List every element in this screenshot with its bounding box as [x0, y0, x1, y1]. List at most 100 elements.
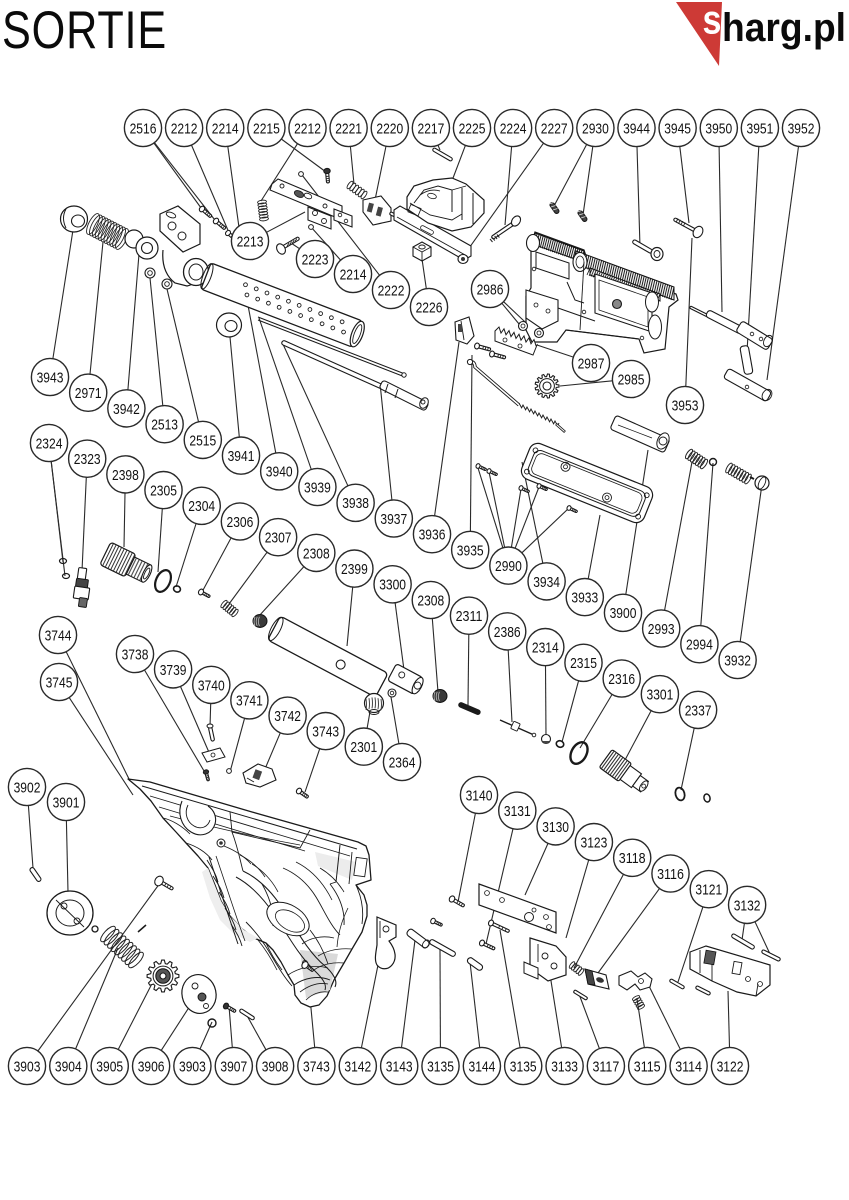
- svg-text:3741: 3741: [236, 693, 263, 710]
- svg-text:3123: 3123: [581, 835, 608, 852]
- svg-text:3934: 3934: [533, 574, 560, 591]
- svg-text:2315: 2315: [570, 655, 597, 672]
- svg-text:2398: 2398: [112, 467, 139, 484]
- svg-text:3935: 3935: [457, 542, 484, 559]
- svg-text:2214: 2214: [340, 266, 367, 283]
- svg-text:3951: 3951: [747, 120, 774, 137]
- svg-text:3135: 3135: [427, 1058, 454, 1075]
- svg-text:3116: 3116: [657, 866, 684, 883]
- svg-text:3135: 3135: [510, 1058, 537, 1075]
- svg-text:3740: 3740: [198, 677, 225, 694]
- svg-text:2308: 2308: [303, 545, 330, 562]
- svg-text:2364: 2364: [389, 754, 416, 771]
- svg-text:2306: 2306: [227, 514, 254, 531]
- svg-text:2993: 2993: [648, 621, 675, 638]
- svg-text:3117: 3117: [593, 1058, 620, 1075]
- svg-text:2214: 2214: [212, 120, 239, 137]
- svg-text:2305: 2305: [150, 483, 177, 500]
- svg-text:3907: 3907: [220, 1058, 247, 1075]
- svg-text:2971: 2971: [75, 385, 102, 402]
- svg-text:2212: 2212: [294, 120, 321, 137]
- svg-text:2987: 2987: [578, 355, 605, 372]
- svg-text:2217: 2217: [418, 120, 445, 137]
- svg-text:2221: 2221: [335, 120, 362, 137]
- svg-text:3131: 3131: [504, 803, 531, 820]
- svg-text:SORTIE: SORTIE: [2, 1, 167, 60]
- svg-text:3932: 3932: [724, 652, 751, 669]
- svg-text:2222: 2222: [378, 282, 405, 299]
- svg-text:2301: 2301: [350, 739, 377, 756]
- svg-text:3118: 3118: [619, 850, 646, 867]
- svg-text:3941: 3941: [228, 448, 255, 465]
- svg-text:3942: 3942: [113, 401, 140, 418]
- svg-text:3906: 3906: [138, 1058, 165, 1075]
- svg-text:3904: 3904: [55, 1058, 82, 1075]
- svg-text:3744: 3744: [45, 627, 72, 644]
- svg-text:3742: 3742: [274, 708, 301, 725]
- svg-text:2212: 2212: [171, 120, 198, 137]
- svg-text:2224: 2224: [500, 120, 527, 137]
- svg-text:3122: 3122: [717, 1058, 744, 1075]
- svg-text:2323: 2323: [74, 451, 101, 468]
- svg-text:3140: 3140: [466, 787, 493, 804]
- svg-text:3900: 3900: [610, 605, 637, 622]
- svg-text:3939: 3939: [304, 479, 331, 496]
- svg-text:2516: 2516: [130, 120, 157, 137]
- svg-text:2316: 2316: [608, 671, 635, 688]
- svg-text:3945: 3945: [664, 120, 691, 137]
- svg-text:3944: 3944: [623, 120, 650, 137]
- svg-text:3132: 3132: [734, 897, 761, 914]
- svg-text:3738: 3738: [122, 646, 149, 663]
- svg-text:s: s: [703, 0, 722, 43]
- svg-text:2515: 2515: [189, 432, 216, 449]
- svg-text:2227: 2227: [541, 120, 568, 137]
- svg-text:2311: 2311: [456, 608, 483, 625]
- svg-text:2324: 2324: [36, 435, 63, 452]
- svg-text:3121: 3121: [695, 882, 722, 899]
- svg-text:3115: 3115: [634, 1058, 661, 1075]
- svg-text:2314: 2314: [532, 640, 559, 657]
- svg-text:2930: 2930: [582, 120, 609, 137]
- svg-text:3114: 3114: [675, 1058, 702, 1075]
- svg-text:2220: 2220: [376, 120, 403, 137]
- svg-text:3953: 3953: [672, 397, 699, 414]
- svg-text:2985: 2985: [618, 371, 645, 388]
- svg-text:2308: 2308: [417, 592, 444, 609]
- svg-text:3905: 3905: [96, 1058, 123, 1075]
- svg-text:3938: 3938: [342, 495, 369, 512]
- svg-text:2399: 2399: [341, 561, 368, 578]
- svg-text:3300: 3300: [379, 577, 406, 594]
- svg-text:3743: 3743: [303, 1058, 330, 1075]
- svg-text:2225: 2225: [459, 120, 486, 137]
- svg-text:3952: 3952: [788, 120, 815, 137]
- svg-text:3937: 3937: [380, 511, 407, 528]
- svg-text:3144: 3144: [469, 1058, 496, 1075]
- svg-text:3745: 3745: [46, 674, 73, 691]
- svg-text:2986: 2986: [477, 281, 504, 298]
- svg-text:2994: 2994: [686, 637, 713, 654]
- svg-text:3142: 3142: [344, 1058, 371, 1075]
- svg-text:2215: 2215: [253, 120, 280, 137]
- svg-text:3950: 3950: [705, 120, 732, 137]
- svg-text:harg.pl: harg.pl: [722, 6, 846, 50]
- svg-text:3903: 3903: [179, 1058, 206, 1075]
- svg-text:3940: 3940: [266, 464, 293, 481]
- svg-text:3143: 3143: [386, 1058, 413, 1075]
- svg-text:3133: 3133: [551, 1058, 578, 1075]
- svg-text:3130: 3130: [542, 819, 569, 836]
- svg-text:3903: 3903: [14, 1058, 41, 1075]
- svg-text:2304: 2304: [188, 498, 215, 515]
- svg-text:3301: 3301: [647, 687, 674, 704]
- svg-text:2213: 2213: [237, 233, 264, 250]
- svg-text:2513: 2513: [151, 417, 178, 434]
- svg-text:3936: 3936: [419, 527, 446, 544]
- svg-text:3901: 3901: [53, 794, 80, 811]
- svg-text:2307: 2307: [265, 530, 292, 547]
- svg-text:3743: 3743: [312, 724, 339, 741]
- svg-text:3933: 3933: [571, 590, 598, 607]
- svg-text:2223: 2223: [302, 251, 329, 268]
- svg-text:3739: 3739: [160, 662, 187, 679]
- svg-text:2990: 2990: [495, 558, 522, 575]
- svg-text:2226: 2226: [416, 299, 443, 316]
- svg-text:3943: 3943: [37, 369, 64, 386]
